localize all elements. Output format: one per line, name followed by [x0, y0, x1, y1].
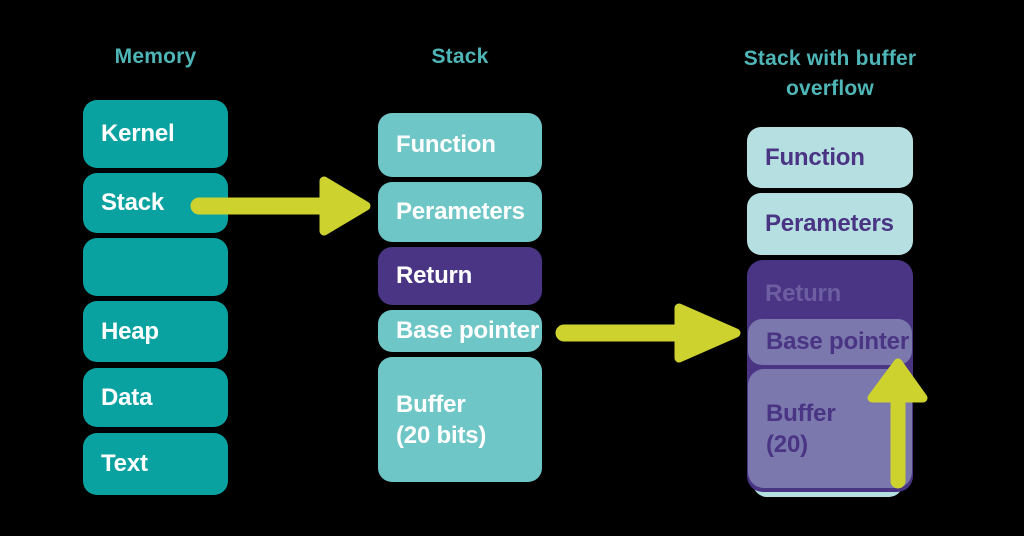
stack-block-buffer: Buffer (20 bits)	[378, 357, 542, 482]
memory-block-empty	[83, 238, 228, 296]
buffer-label-line1: Buffer	[396, 390, 466, 418]
memory-block-kernel: Kernel	[83, 100, 228, 168]
right-arrow	[190, 176, 371, 236]
overflow-block-parameters: Perameters	[747, 193, 913, 255]
overflow-column-title: Stack with buffer overflow	[710, 44, 950, 104]
memory-column-title: Memory	[114, 45, 197, 68]
memory-block-data: Data	[83, 368, 228, 427]
stack-block-parameters: Perameters	[378, 182, 542, 242]
overflow-block-base-pointer: Base pointer	[748, 319, 912, 365]
overflow-buffer-line1: Buffer	[766, 399, 836, 427]
stack-block-return: Return	[378, 247, 542, 305]
stack-block-function: Function	[378, 113, 542, 177]
memory-block-text: Text	[83, 433, 228, 495]
right-arrow	[555, 303, 741, 363]
stack-block-base-pointer: Base pointer	[378, 310, 542, 352]
overflow-title-line1: Stack with buffer	[743, 47, 917, 70]
up-arrow	[867, 358, 928, 489]
buffer-label-line2: (20 bits)	[396, 421, 487, 449]
overflow-buffer-line2: (20)	[766, 430, 808, 458]
overflow-title-line2: overflow	[786, 77, 874, 100]
stack-column-title: Stack	[431, 45, 489, 68]
memory-block-heap: Heap	[83, 301, 228, 362]
overflow-block-function: Function	[747, 127, 913, 188]
